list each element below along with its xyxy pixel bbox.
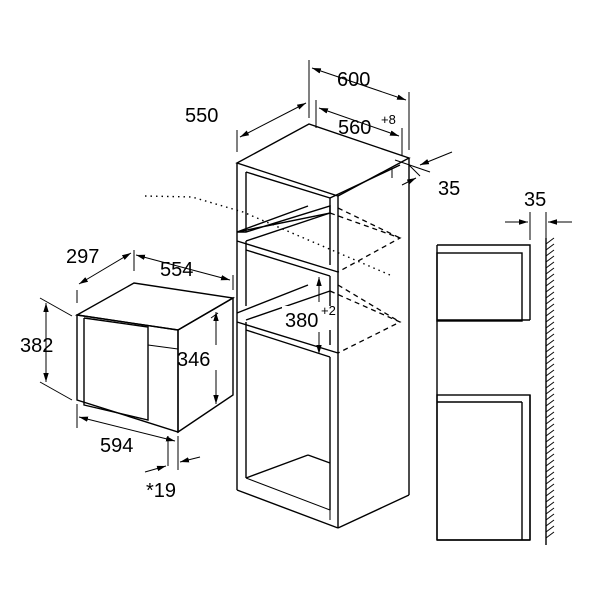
oven-control-mark [210, 312, 219, 319]
wall-hatch-line [545, 399, 555, 407]
wall-hatch-line [545, 357, 555, 365]
wall-hatch-line [545, 519, 555, 527]
label-oven-width-top: 554 [160, 259, 193, 281]
wall-hatch-line [545, 333, 555, 341]
dim-oven-front-width: 594 [76, 404, 179, 470]
wall-hatch-line [545, 513, 555, 521]
dim-oven-height: 382 [20, 297, 73, 401]
wall-hatch-line [545, 387, 555, 395]
wall-hatch-line [545, 453, 555, 461]
wall-hatch-line [545, 471, 555, 479]
label-rear-gap: 35 [438, 178, 460, 200]
wall-hatch-line [545, 249, 555, 257]
wall-hatch-line [545, 501, 555, 509]
dim-oven-width-top: 554 [135, 254, 234, 290]
niche-bottom-dashed [329, 290, 402, 354]
wall-hatch-line [545, 489, 555, 497]
wall-hatch-line [545, 375, 555, 383]
wall-hatch-line [545, 417, 555, 425]
dim-niche-height: 380 +2 [282, 277, 336, 354]
wall-hatch-line [545, 441, 555, 449]
label-niche-height: 380 [285, 310, 318, 332]
wall-hatch-line [545, 243, 555, 251]
wall-hatching [545, 237, 555, 539]
label-front-offset: *19 [146, 480, 176, 502]
wall-hatch-line [545, 309, 555, 317]
niche-top-dashed [329, 212, 402, 273]
oven-side-face [177, 296, 234, 434]
oven-front-face [76, 314, 179, 433]
wall-hatch-line [545, 459, 555, 467]
wall-hatch-line [545, 285, 555, 293]
section-upper-panel [436, 252, 523, 322]
wall-hatch-line [545, 393, 555, 401]
label-oven-height: 382 [20, 335, 53, 357]
wall-hatch-line [545, 429, 555, 437]
wall-hatch-line [545, 351, 555, 359]
wall-hatch-line [545, 531, 555, 539]
label-side-gap: 35 [524, 189, 546, 211]
label-oven-inner-height: 346 [177, 349, 210, 371]
wall-hatch-line [545, 483, 555, 491]
wall-hatch-line [545, 411, 555, 419]
wall-hatch-line [545, 447, 555, 455]
wall-hatch-line [545, 267, 555, 275]
tall-cabinet [235, 123, 411, 529]
dim-oven-inner-height: 346 [177, 312, 219, 404]
dim-front-offset: *19 [144, 436, 201, 502]
wall-hatch-line [545, 315, 555, 323]
wall-hatch-line [545, 423, 555, 431]
microwave-oven [74, 282, 236, 434]
wall-hatch-line [545, 321, 555, 329]
wall-hatch-line [545, 279, 555, 287]
side-section-view [436, 237, 555, 545]
wall-hatch-line [545, 303, 555, 311]
cabinet-plinth-line [245, 477, 331, 511]
wall-hatch-line [545, 369, 555, 377]
wall-hatch-line [545, 477, 555, 485]
wall-hatch-line [545, 363, 555, 371]
label-oven-depth: 297 [66, 246, 99, 268]
dim-side-gap: 35 [505, 189, 572, 240]
wall-hatch-line [545, 237, 555, 245]
label-oven-front-width: 594 [100, 435, 133, 457]
wall-hatch-line [545, 435, 555, 443]
dim-oven-depth: 297 [66, 246, 135, 303]
dim-cabinet-width: 600 [308, 60, 410, 150]
wall-hatch-line [545, 291, 555, 299]
wall-hatch-line [545, 507, 555, 515]
wall-hatch-line [545, 495, 555, 503]
dim-cabinet-depth: 550 [185, 97, 310, 152]
wall-hatch-line [545, 261, 555, 269]
wall-hatch-line [545, 465, 555, 473]
wall-hatch-line [545, 339, 555, 347]
label-cabinet-depth: 550 [185, 105, 218, 127]
wall-hatch-line [545, 297, 555, 305]
dim-rear-gap: 35 [394, 151, 460, 200]
label-cabinet-width: 600 [337, 69, 370, 91]
wall-hatch-line [545, 273, 555, 281]
wall-hatch-line [545, 255, 555, 263]
label-niche-height-tolerance: +2 [321, 303, 336, 318]
oven-panel-line [147, 344, 179, 350]
section-lower-panel [436, 394, 531, 541]
wall-hatch-line [545, 327, 555, 335]
dim-niche-width: 560 +8 [315, 100, 403, 156]
cabinet-top-face [235, 123, 411, 197]
wall-hatch-line [545, 405, 555, 413]
wall-hatch-line [545, 345, 555, 353]
wall-hatch-line [545, 525, 555, 533]
wall-hatch-line [545, 381, 555, 389]
oven-top-face [74, 282, 236, 331]
label-niche-width-tolerance: +8 [381, 112, 396, 127]
label-niche-width: 560 [338, 117, 371, 139]
